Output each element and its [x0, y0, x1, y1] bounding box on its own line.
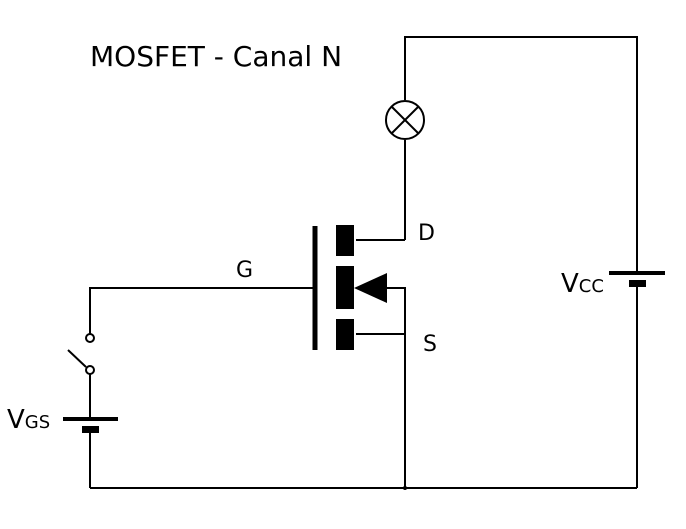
source-label: S: [423, 332, 437, 357]
vcc-battery-icon: [609, 271, 665, 287]
drain-label: D: [418, 221, 435, 246]
vgs-label: VGS: [7, 405, 50, 435]
gate-label: G: [236, 258, 253, 283]
mosfet-symbol: [312, 225, 387, 350]
wire-source: [356, 333, 406, 488]
wire-top-right: [404, 36, 638, 272]
switch-icon: [67, 333, 95, 375]
lamp-icon: [385, 100, 425, 140]
wire-gate: [89, 287, 314, 334]
body-channel-segment: [336, 266, 354, 309]
wire-network: [89, 36, 638, 490]
junction-dot: [403, 486, 407, 490]
arrow-icon: [354, 273, 387, 303]
source-channel-segment: [336, 319, 354, 350]
drain-channel-segment: [336, 225, 354, 256]
vcc-label: VCC: [561, 269, 604, 299]
diagram-title: MOSFET - Canal N: [90, 40, 342, 73]
vgs-battery-icon: [63, 417, 118, 433]
